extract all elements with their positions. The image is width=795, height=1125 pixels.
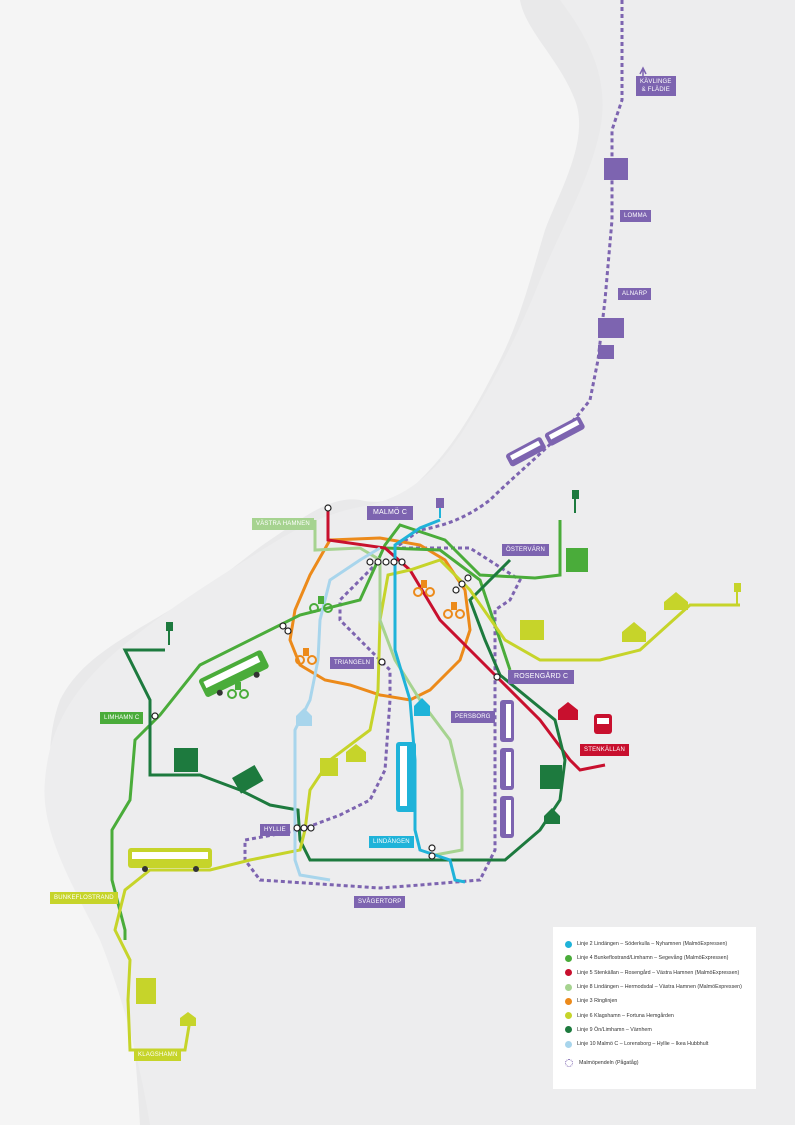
label-rosengard-c: ROSENGÅRD C	[508, 670, 575, 684]
legend-text: Linje 5 Stenkällan – Rosengård – Västra …	[577, 969, 740, 976]
house-icon	[664, 592, 688, 610]
label-vastra-hamnen: VÄSTRA HAMNEN	[252, 518, 314, 530]
bicycle-icon	[443, 602, 465, 619]
building-icon	[174, 748, 198, 772]
label-malmo-c: MALMÖ C	[367, 506, 414, 520]
station-malmo-c	[366, 558, 406, 566]
building-icon	[540, 765, 562, 789]
legend-item: Linje 6 Klagshamn – Fortuna Hemgården	[565, 1008, 746, 1022]
house-icon	[180, 1012, 196, 1026]
line5-route	[326, 508, 606, 772]
station-vastra-hamnen-junction	[279, 504, 332, 635]
station-limhamn-c	[151, 712, 159, 720]
station-triangeln	[378, 658, 386, 666]
station-lindangen	[428, 844, 436, 860]
legend-item: Linje 5 Stenkällan – Rosengård – Västra …	[565, 966, 746, 980]
legend-item: Linje 8 Lindängen – Hermodsdal – Västra …	[565, 980, 746, 994]
building-icon	[598, 345, 614, 359]
label-svagertorp: SVÅGERTORP	[354, 896, 406, 908]
legend-text: Linje 2 Lindängen – Söderkulla – Nyhamne…	[577, 941, 728, 948]
legend-text: Linje 6 Klagshamn – Fortuna Hemgården	[577, 1012, 674, 1019]
pendel-ring	[243, 546, 522, 890]
building-icon	[320, 758, 338, 776]
legend-text: Linje 8 Lindängen – Hermodsdal – Västra …	[577, 984, 742, 991]
station-hyllie	[293, 824, 315, 832]
bus-icon	[199, 650, 269, 697]
line2-route	[393, 518, 466, 884]
line10-dot-icon	[565, 1040, 572, 1048]
bus-stop-sign-icon	[734, 583, 741, 605]
building-icon	[232, 765, 264, 794]
line9-dot-icon	[565, 1026, 572, 1034]
label-lindangen: LINDÄNGEN	[369, 836, 414, 848]
legend-pendel: Malmöpendeln (Pågatåg)	[565, 1059, 746, 1068]
legend: Linje 2 Lindängen – Söderkulla – Nyhamne…	[553, 927, 756, 1089]
bicycle-icon	[227, 682, 249, 699]
bus-stop-sign-icon	[572, 490, 579, 513]
label-stenkallan: STENKÄLLAN	[580, 744, 630, 756]
label-hyllie: HYLLIE	[260, 824, 290, 836]
building-icon	[604, 158, 628, 180]
legend-text: Linje 4 Bunkeflostrand/Limhamn – Segevån…	[577, 955, 729, 962]
line4-east	[384, 546, 512, 671]
line8-dot-icon	[565, 983, 572, 991]
building-icon	[136, 978, 156, 1004]
legend-text: Linje 3 Ringlinjen	[577, 998, 618, 1005]
bus-icon	[594, 714, 612, 734]
building-icon	[520, 620, 544, 640]
label-persborg: PERSBORG	[451, 711, 495, 723]
legend-item: Linje 2 Lindängen – Söderkulla – Nyhamne…	[565, 937, 746, 951]
house-icon	[622, 622, 646, 642]
line2-dot-icon	[565, 940, 572, 948]
station-rosengard-c	[493, 673, 501, 681]
line9-route	[122, 558, 567, 862]
house-icon	[296, 708, 312, 726]
station-ostervarn	[452, 574, 472, 594]
label-ostervarn: ÖSTERVÄRN	[502, 544, 550, 556]
house-icon	[346, 744, 366, 762]
legend-item: Linje 3 Ringlinjen	[565, 994, 746, 1008]
line8-route	[313, 520, 464, 857]
legend-item: Linje 4 Bunkeflostrand/Limhamn – Segevån…	[565, 951, 746, 965]
house-icon	[558, 702, 578, 720]
building-icon	[598, 318, 624, 338]
bicycle-icon	[295, 648, 317, 665]
pendel-dot-icon	[565, 1059, 573, 1068]
legend-pendel-text: Malmöpendeln (Pågatåg)	[579, 1060, 639, 1067]
legend-item: Linje 10 Malmö C – Lorensborg – Hyllie –…	[565, 1037, 746, 1051]
legend-text: Linje 10 Malmö C – Lorensborg – Hyllie –…	[577, 1041, 709, 1048]
line10-route	[293, 546, 381, 882]
pendel-line	[394, 0, 624, 550]
bus-icon	[128, 848, 212, 872]
line4-dot-icon	[565, 954, 572, 962]
label-kavlinge: KÄVLINGE & FLÄDIE	[636, 76, 676, 96]
bicycle-icon	[309, 596, 333, 613]
line4-route	[110, 520, 562, 940]
house-icon	[414, 698, 430, 716]
legend-text: Linje 9 Ön/Limhamn – Värnhem	[577, 1026, 652, 1033]
bus-stop-sign-icon	[436, 498, 444, 518]
legend-item: Linje 9 Ön/Limhamn – Värnhem	[565, 1023, 746, 1037]
line6-dot-icon	[565, 1012, 572, 1020]
train-icon	[506, 416, 585, 467]
label-klagshamn: KLAGSHAMN	[134, 1049, 182, 1061]
bicycle-icon	[413, 580, 435, 597]
building-icon	[566, 548, 588, 572]
line3-dot-icon	[565, 997, 572, 1005]
land-area	[0, 0, 580, 1125]
house-icon	[544, 808, 560, 824]
label-bunkeflostrand: BUNKEFLOSTRAND	[50, 892, 118, 904]
label-limhamn-c: LIMHAMN C	[100, 712, 144, 724]
line5-dot-icon	[565, 969, 572, 977]
train-icon	[500, 700, 514, 838]
label-triangeln: TRIANGELN	[330, 657, 375, 669]
label-alnarp: ALNARP	[618, 288, 652, 300]
label-lomma: LOMMA	[620, 210, 652, 222]
bus-icon	[396, 742, 416, 812]
bus-stop-sign-icon	[166, 622, 173, 645]
